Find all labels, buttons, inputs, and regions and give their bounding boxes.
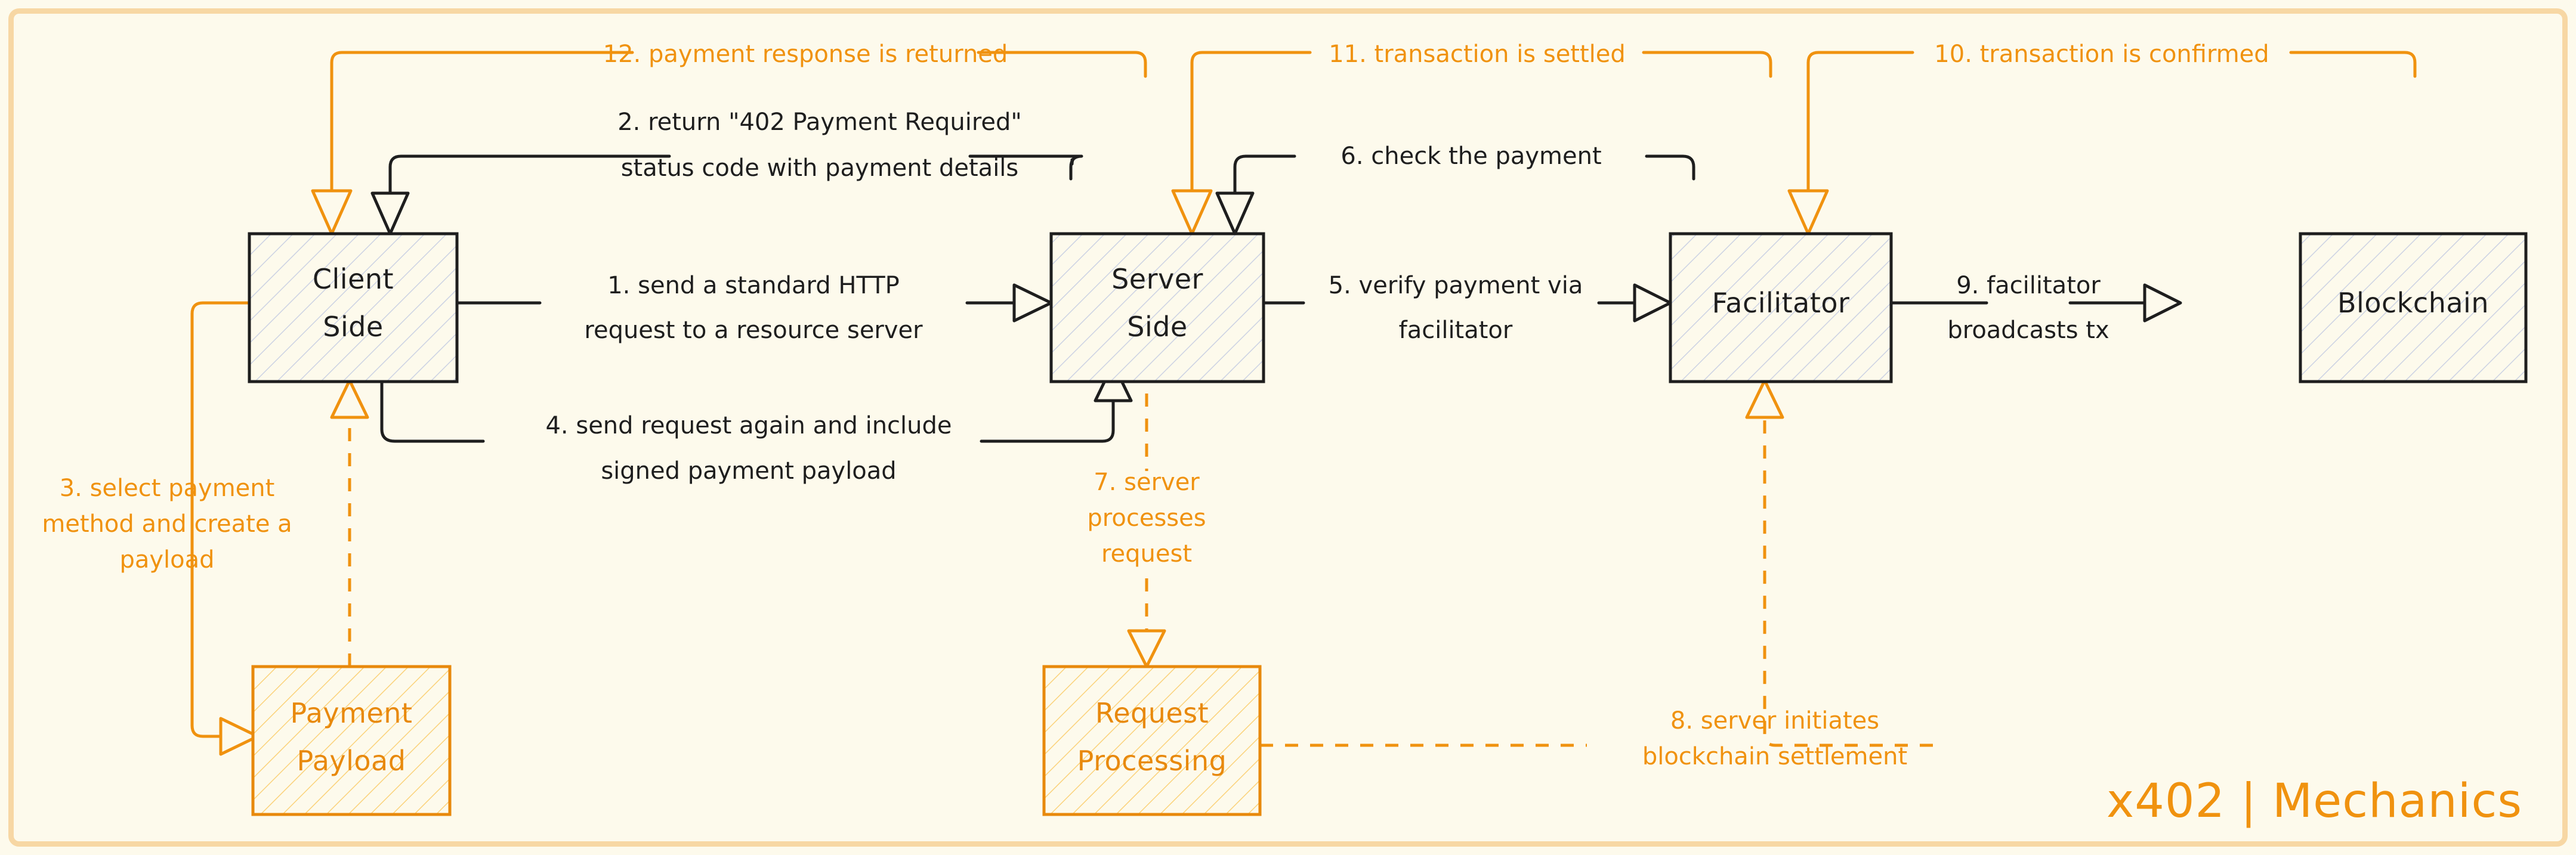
node-payment-payload-label-line1: Payment <box>291 697 413 729</box>
node-payment-payload-label-line2: Payload <box>297 745 406 777</box>
edge-12-label: 12. payment response is returned <box>603 41 1008 68</box>
edge-5 <box>1262 283 1672 323</box>
edge-10-label: 10. transaction is confirmed <box>1934 41 2269 68</box>
edge-4-label-line2: signed payment payload <box>601 457 896 485</box>
edge-2-label-line1: 2. return "402 Payment Required" <box>617 109 1022 136</box>
brand-watermark: x402 | Mechanics <box>2106 775 2522 828</box>
edge-12 <box>311 51 1147 236</box>
node-payment-payload[interactable]: Payment Payload <box>251 665 452 816</box>
edge-7-label-line2: processes <box>1087 504 1206 532</box>
node-blockchain[interactable]: Blockchain <box>2299 232 2528 383</box>
edge-3-label-line2: method and create a <box>42 510 292 538</box>
edge-8 <box>1260 379 1933 747</box>
edge-9-label-line2: broadcasts tx <box>1947 317 2109 344</box>
node-client-side-label-line1: Client <box>313 263 394 295</box>
edge-7-label-line3: request <box>1101 540 1192 568</box>
edge-10 <box>1787 51 2417 236</box>
edge-2-label-line2: status code with payment details <box>621 154 1019 182</box>
node-facilitator-label: Facilitator <box>1712 287 1850 319</box>
edge-4-label-line1: 4. send request again and include <box>545 412 952 439</box>
node-server-side[interactable]: Server Side <box>1049 232 1265 383</box>
edge-5-label-line1: 5. verify payment via <box>1329 272 1583 299</box>
edge-1-label-line2: request to a resource server <box>584 317 923 344</box>
node-facilitator[interactable]: Facilitator <box>1669 232 1893 383</box>
edge-5-label-line2: facilitator <box>1399 317 1513 344</box>
node-client-side-label-line2: Side <box>323 311 383 343</box>
edge-1-label-line1: 1. send a standard HTTP <box>607 272 900 299</box>
edge-2 <box>370 154 1083 236</box>
edge-7 <box>1127 394 1166 668</box>
edge-6-label: 6. check the payment <box>1340 142 1601 170</box>
edge-11-label: 11. transaction is settled <box>1329 41 1626 68</box>
node-blockchain-label: Blockchain <box>2337 287 2489 319</box>
node-request-processing-label-line2: Processing <box>1077 745 1227 777</box>
node-request-processing-label-line1: Request <box>1095 697 1209 729</box>
edge-3-label-line1: 3. select payment <box>60 475 275 502</box>
edge-8-label-line2: blockchain settlement <box>1642 743 1907 770</box>
edge-11 <box>1171 51 1772 236</box>
node-server-side-label-line2: Side <box>1127 311 1187 343</box>
node-client-side[interactable]: Client Side <box>248 232 459 383</box>
edge-3-label-line3: payload <box>119 546 214 574</box>
edge-9 <box>1889 283 2182 323</box>
edge-6 <box>1215 154 1695 236</box>
edge-9-label-line1: 9. facilitator <box>1956 272 2101 299</box>
node-server-side-label-line1: Server <box>1111 263 1203 295</box>
edge-1 <box>455 283 1053 323</box>
edge-payload-to-client <box>330 379 369 667</box>
edge-3 <box>190 301 260 756</box>
node-request-processing[interactable]: Request Processing <box>1042 665 1262 816</box>
edge-8-label-line1: 8. server initiates <box>1670 707 1879 735</box>
edge-7-label-line1: 7. server <box>1094 469 1200 496</box>
